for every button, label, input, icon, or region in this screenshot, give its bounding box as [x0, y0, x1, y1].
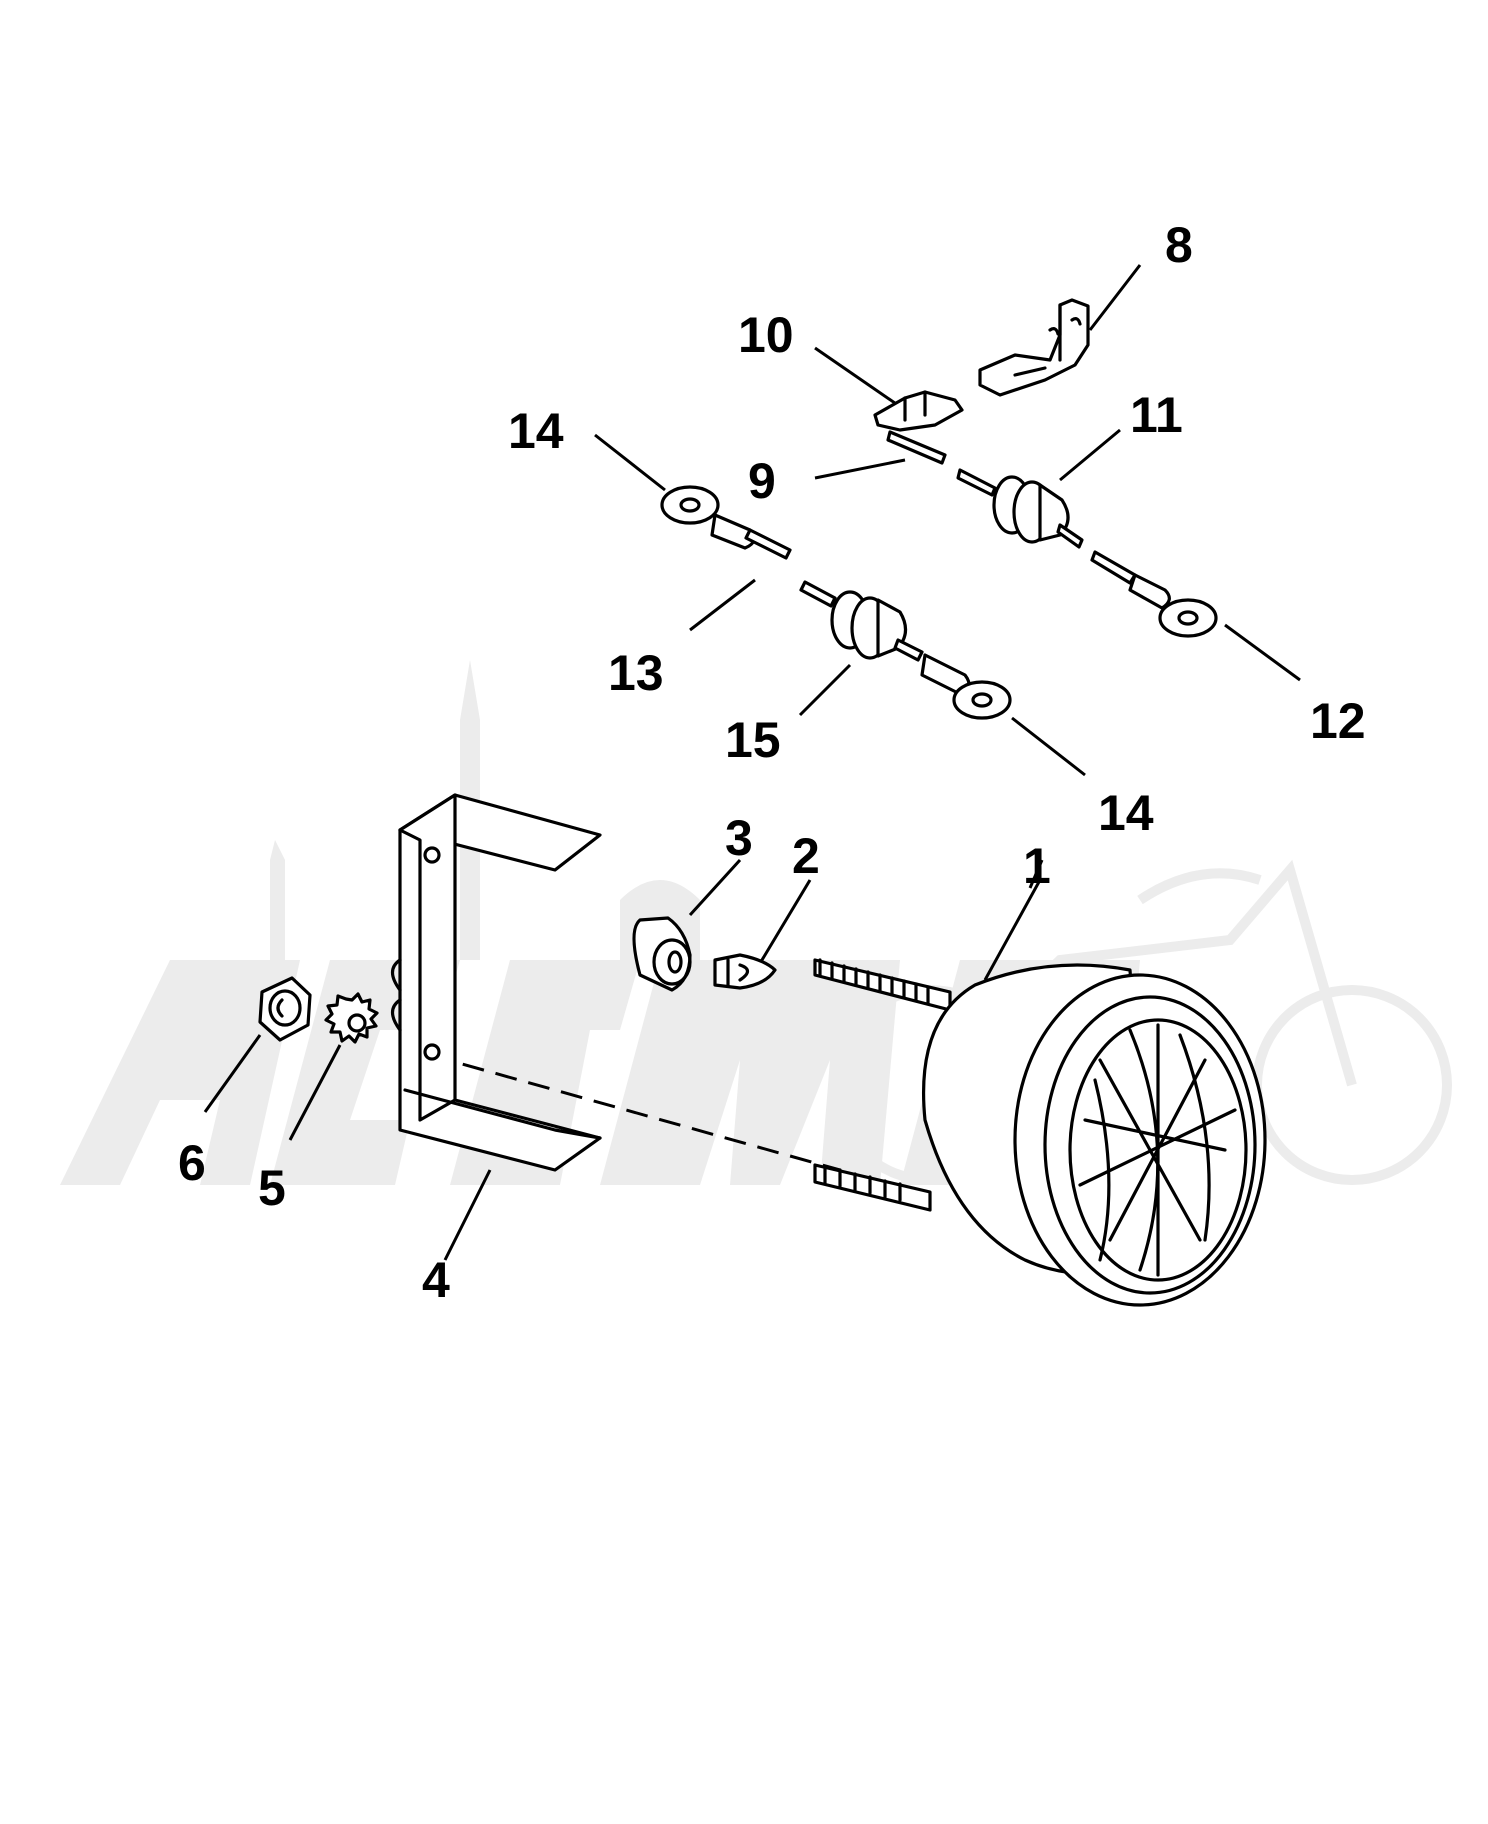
callout-3: 3 — [725, 810, 753, 866]
callout-13: 13 — [608, 645, 664, 701]
callout-5: 5 — [258, 1160, 286, 1216]
leader-1 — [1028, 859, 1044, 889]
leader-9 — [814, 458, 906, 480]
bulb-part — [713, 953, 777, 990]
leader-4 — [443, 1169, 492, 1261]
leader-12 — [1224, 623, 1301, 682]
leader-8 — [1088, 264, 1142, 331]
connector-bracket-part — [978, 298, 1090, 397]
leader-14a — [594, 433, 666, 492]
upper-lead-ring-part — [1090, 550, 1218, 638]
callout-4: 4 — [422, 1252, 450, 1308]
leader-15 — [798, 663, 852, 717]
terminal-clip-part — [873, 390, 964, 432]
leader-1b — [983, 879, 1042, 981]
leader-lines — [203, 264, 1301, 1261]
callout-12: 12 — [1310, 693, 1366, 749]
leader-10 — [814, 346, 906, 412]
grommet-upper-part — [956, 468, 1084, 549]
leader-11 — [1059, 428, 1121, 482]
callout-14b: 14 — [1098, 785, 1154, 841]
callout-1: 1 — [1023, 838, 1051, 894]
ring-terminal-lower-part — [920, 653, 1012, 720]
hex-nut-part — [258, 976, 312, 1042]
callout-8: 8 — [1165, 217, 1193, 273]
leader-14b — [1011, 716, 1086, 777]
leader-5 — [288, 1044, 342, 1141]
lead-part — [744, 528, 837, 608]
grommet-lower-part — [830, 590, 924, 662]
leader-3 — [688, 858, 742, 917]
callout-6: 6 — [178, 1135, 206, 1191]
callout-15: 15 — [725, 712, 781, 768]
callout-9: 9 — [748, 453, 776, 509]
leader-6 — [203, 1034, 262, 1113]
callout-labels: 1 2 3 4 5 6 8 9 10 11 12 13 14 14 15 — [178, 217, 1366, 1308]
callout-2: 2 — [792, 828, 820, 884]
gauge-part — [813, 958, 1267, 1307]
ring-terminal-upper-part — [660, 485, 756, 550]
assembly-dashed-line — [429, 1053, 841, 1172]
wire-part — [886, 430, 947, 465]
star-washer-part — [324, 992, 379, 1044]
bulb-socket-part — [632, 916, 692, 992]
leader-13 — [689, 578, 756, 632]
callout-14a: 14 — [508, 403, 564, 459]
bracket-part — [390, 793, 602, 1172]
callout-10: 10 — [738, 307, 794, 363]
callout-11: 11 — [1130, 387, 1183, 443]
